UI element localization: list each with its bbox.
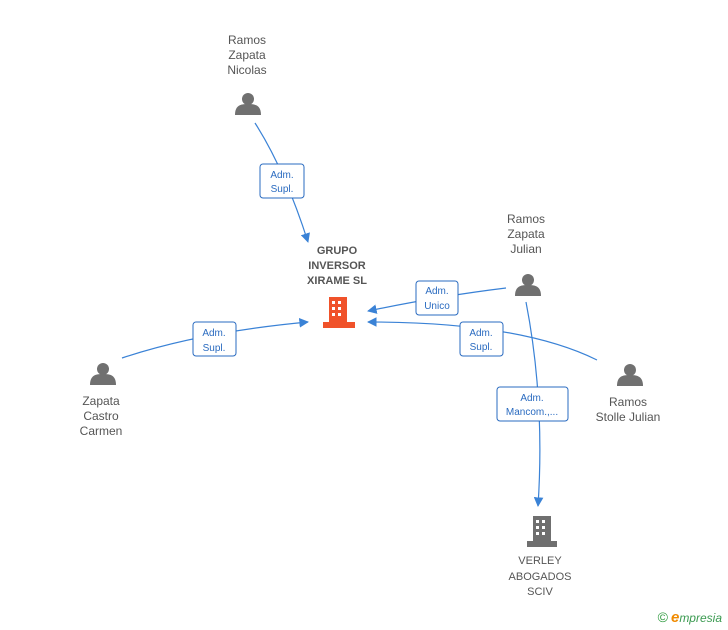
person-icon	[515, 274, 541, 296]
person-icon	[90, 363, 116, 385]
edge-label-stolle-to-grupo[interactable]: Adm. Supl.	[459, 321, 504, 357]
node-label-line: Ramos	[609, 395, 647, 409]
node-label-line: ABOGADOS	[509, 571, 572, 583]
node-label-line: Nicolas	[227, 63, 266, 77]
building-icon	[527, 516, 557, 547]
node-ramos-zapata-julian[interactable]: Ramos Zapata Julian	[507, 212, 545, 296]
node-label-line: INVERSOR	[308, 260, 366, 272]
node-label-line: GRUPO	[317, 245, 358, 257]
building-icon	[323, 297, 355, 328]
node-ramos-zapata-nicolas[interactable]: Ramos Zapata Nicolas	[227, 33, 267, 115]
edge-label-line: Adm.	[469, 328, 492, 339]
node-verley-abogados[interactable]: VERLEY ABOGADOS SCIV	[509, 516, 572, 598]
copyright-symbol: ©	[657, 609, 668, 625]
node-label-line: Zapata	[228, 48, 266, 62]
edges	[121, 122, 598, 507]
node-label-line: Stolle Julian	[596, 410, 661, 424]
node-zapata-castro-carmen[interactable]: Zapata Castro Carmen	[80, 363, 123, 438]
edge-label-line: Supl.	[203, 343, 226, 354]
edge-label-box	[415, 280, 459, 316]
edge-label-line: Adm.	[270, 170, 293, 181]
node-label-line: Ramos	[507, 212, 545, 226]
edge-label-line: Adm.	[425, 286, 448, 297]
edge-label-box	[259, 163, 305, 199]
person-icon	[235, 93, 261, 115]
brand-name: mpresia	[679, 611, 722, 625]
node-label-line: Zapata	[507, 227, 545, 241]
node-ramos-stolle-julian[interactable]: Ramos Stolle Julian	[596, 364, 661, 424]
edge-label-line: Adm.	[520, 393, 543, 404]
edge-label-julian-to-grupo[interactable]: Adm. Unico	[415, 280, 459, 316]
brand-initial: e	[670, 609, 680, 626]
edge-label-line: Supl.	[271, 184, 294, 195]
edge-label-box	[459, 321, 504, 357]
edge-label-julian-to-verley[interactable]: Adm. Mancom.,...	[496, 386, 569, 422]
edge-label-line: Unico	[424, 301, 450, 312]
person-icon	[617, 364, 643, 386]
edge-label-box	[192, 321, 237, 357]
edge-label-line: Adm.	[202, 328, 225, 339]
node-grupo-inversor-xirame[interactable]: GRUPO INVERSOR XIRAME SL	[307, 245, 367, 328]
edge-label-box	[496, 386, 569, 422]
edge-label-carmen-to-grupo[interactable]: Adm. Supl.	[192, 321, 237, 357]
node-label-line: Castro	[83, 409, 119, 423]
brand-watermark: ©empresia	[658, 609, 722, 626]
edge-label-nicolas-to-grupo[interactable]: Adm. Supl.	[259, 163, 305, 199]
node-label-line: XIRAME SL	[307, 275, 367, 287]
node-label-line: SCIV	[527, 586, 553, 598]
node-label-line: Carmen	[80, 424, 123, 438]
node-label-line: VERLEY	[518, 555, 562, 567]
node-label-line: Zapata	[82, 394, 120, 408]
node-label-line: Julian	[510, 242, 541, 256]
edge-label-line: Mancom.,...	[506, 407, 558, 418]
node-label-line: Ramos	[228, 33, 266, 47]
edge-label-line: Supl.	[470, 342, 493, 353]
